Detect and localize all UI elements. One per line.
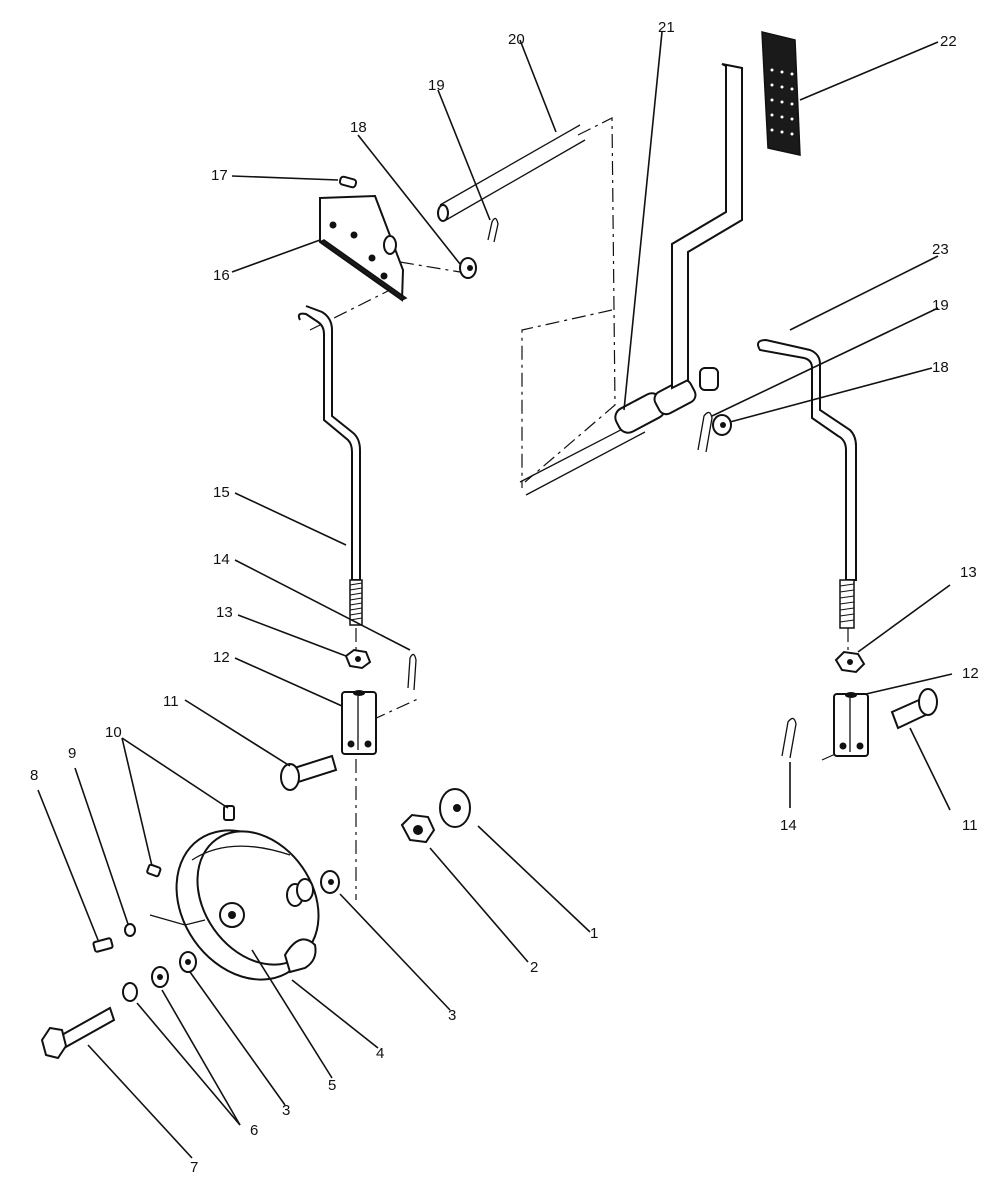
callout-labels: 1 2 3 3 4 5 6 7 8 9 10 11 11 12 12 13 13… [30,19,979,1176]
part-7-bolt [40,1006,116,1060]
callout-17: 17 [211,167,228,184]
callout-6: 6 [250,1122,258,1139]
callout-10: 10 [105,724,122,741]
part-11-clevis-pin-left [280,754,338,791]
part-18-washer-upper [459,257,477,279]
callout-21: 21 [658,19,675,36]
callout-5: 5 [328,1077,336,1094]
part-19-cotter-right [697,411,713,453]
part-collar [286,878,314,907]
callout-2: 2 [530,959,538,976]
callout-19a: 19 [428,77,445,94]
part-23-rod [757,338,857,629]
part-12-clevis-right [833,692,869,757]
part-13-nut-left [344,648,372,670]
part-9-lockwasher [124,923,136,937]
assembly-guide-lines [309,117,863,900]
part-11-clevis-pin-right [890,688,938,730]
callout-23: 23 [932,241,949,258]
part-2-nut [400,813,436,844]
part-4-hook [283,938,317,974]
callout-14a: 14 [213,551,230,568]
part-14-cotter-left [407,653,417,691]
part-12-clevis-left [341,690,377,755]
part-3-washer-right [320,870,340,894]
callout-4: 4 [376,1045,384,1062]
callout-22: 22 [940,33,957,50]
callout-16: 16 [213,267,230,284]
callout-14b: 14 [780,817,797,834]
callout-3b: 3 [282,1102,290,1119]
part-20-shaft [437,124,586,222]
callout-19b: 19 [932,297,949,314]
leader-lines [37,31,953,1159]
part-10-set-screws [146,805,235,878]
part-14-cotter-right [781,717,797,759]
part-8-bolt [92,937,114,953]
callout-1: 1 [590,925,598,942]
part-5-pulley [149,829,320,981]
callout-3a: 3 [448,1007,456,1024]
callout-18a: 18 [350,119,367,136]
callout-15: 15 [213,484,230,501]
part-pedal-arm [671,63,743,391]
part-13-nut-right [834,650,866,674]
part-1-washer [439,788,471,828]
callout-13a: 13 [216,604,233,621]
callout-9: 9 [68,745,76,762]
callout-13b: 13 [960,564,977,581]
part-21-shaft [519,378,697,496]
callout-12b: 12 [962,665,979,682]
callout-11a: 11 [163,693,179,710]
callout-11b: 11 [962,817,978,834]
callout-12a: 12 [213,649,230,666]
part-6-washers [122,951,197,1002]
part-17-pin [338,175,358,189]
callout-7: 7 [190,1159,198,1176]
callout-8: 8 [30,767,38,784]
part-16-bracket [318,194,408,302]
part-15-rod [297,305,363,626]
callout-20: 20 [508,31,525,48]
part-19-cotter-upper [487,217,499,243]
part-22-pedal-pad [761,31,801,156]
part-18-washer-right [712,414,732,436]
callout-18b: 18 [932,359,949,376]
